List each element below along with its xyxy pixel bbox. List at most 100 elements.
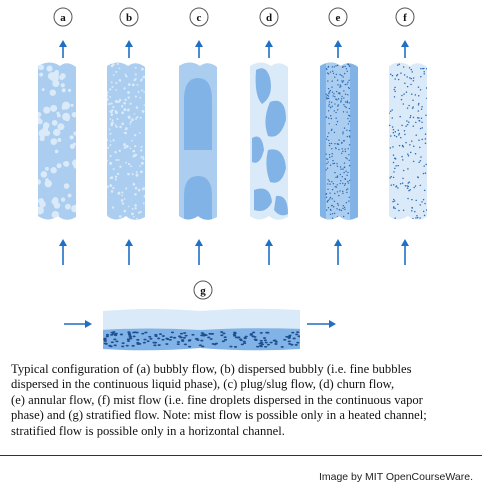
- droplet: [331, 217, 334, 219]
- label-e: e: [328, 7, 348, 27]
- droplet: [341, 141, 343, 144]
- mist-droplet: [400, 98, 403, 101]
- fine-bubble: [130, 165, 133, 168]
- mist-droplet: [394, 207, 396, 210]
- mist-droplet: [407, 197, 409, 200]
- droplet: [335, 73, 338, 76]
- droplet: [336, 165, 339, 168]
- bubble: [51, 119, 58, 126]
- mist-droplet: [418, 119, 420, 122]
- fine-bubble: [131, 83, 135, 87]
- droplet: [325, 96, 328, 98]
- mist-droplet: [406, 76, 408, 78]
- droplet: [335, 90, 338, 93]
- droplet: [334, 143, 336, 145]
- mist-droplet: [416, 216, 419, 219]
- mist-droplet: [413, 186, 415, 189]
- mist-droplet: [392, 183, 395, 186]
- droplet: [326, 200, 329, 202]
- outflow-arrow-3: [265, 40, 273, 58]
- mist-droplet: [402, 169, 405, 172]
- droplet: [343, 90, 345, 92]
- fine-bubble: [115, 125, 118, 128]
- bubble: [44, 179, 53, 188]
- svg-text:g: g: [200, 285, 206, 297]
- mist-droplet: [391, 117, 394, 119]
- layer-bubble: [243, 342, 247, 345]
- droplet: [328, 91, 331, 93]
- layer-bubble: [108, 344, 112, 347]
- mist-droplet: [391, 109, 393, 111]
- layer-bubble: [168, 338, 172, 341]
- mist-droplet: [420, 156, 422, 158]
- fine-bubble: [137, 90, 140, 93]
- bubble: [71, 204, 76, 213]
- layer-bubble: [253, 338, 257, 341]
- droplet: [331, 198, 333, 200]
- fine-bubble: [135, 106, 139, 109]
- mist-droplet: [391, 126, 394, 128]
- droplet: [346, 100, 349, 102]
- mist-droplet: [410, 77, 413, 80]
- mist-droplet: [406, 85, 409, 88]
- layer-bubble: [252, 331, 256, 334]
- mist-droplet: [403, 129, 406, 132]
- divider-line: [0, 455, 482, 456]
- layer-bubble: [259, 331, 263, 334]
- droplet: [338, 92, 341, 94]
- mist-droplet: [393, 206, 395, 208]
- droplet: [327, 188, 329, 191]
- fine-bubble: [115, 82, 118, 85]
- layer-bubble: [146, 340, 150, 343]
- droplet: [339, 173, 341, 176]
- fine-bubble: [136, 84, 139, 86]
- droplet: [332, 70, 334, 72]
- fine-bubble: [116, 62, 119, 66]
- fine-bubble: [132, 155, 134, 158]
- droplet: [327, 183, 329, 185]
- mist-droplet: [398, 63, 400, 66]
- layer-bubble: [110, 341, 114, 344]
- mist-droplet: [407, 185, 410, 188]
- fine-bubble: [112, 139, 115, 142]
- droplet: [336, 64, 339, 67]
- layer-bubble: [103, 337, 107, 340]
- mist-droplet: [394, 167, 396, 170]
- mist-droplet: [424, 133, 427, 135]
- bubble: [52, 130, 58, 135]
- fine-bubble: [110, 102, 113, 105]
- droplet: [327, 199, 330, 202]
- label-f: f: [395, 7, 415, 27]
- fine-bubble: [134, 207, 137, 210]
- layer-bubble: [188, 345, 192, 348]
- mist-droplet: [412, 99, 414, 102]
- mist-droplet: [425, 209, 427, 211]
- mist-droplet: [415, 134, 417, 136]
- droplet: [332, 95, 334, 97]
- bubble: [73, 164, 76, 169]
- layer-bubble: [113, 338, 117, 341]
- droplet: [336, 184, 338, 186]
- droplet: [331, 153, 333, 155]
- droplet: [343, 171, 345, 174]
- droplet: [343, 166, 346, 169]
- mist-droplet: [406, 107, 409, 109]
- fine-bubble: [125, 127, 128, 130]
- layer-bubble: [294, 344, 298, 346]
- fine-bubble: [121, 194, 123, 197]
- droplet: [334, 95, 336, 98]
- droplet: [335, 111, 337, 114]
- droplet: [339, 182, 341, 185]
- droplet: [328, 153, 331, 156]
- mist-droplet: [398, 134, 400, 136]
- droplets-e: [325, 63, 351, 219]
- droplet: [328, 105, 330, 107]
- layer-bubble: [273, 339, 277, 342]
- layer-bubble: [269, 341, 273, 344]
- mist-droplet: [419, 127, 422, 130]
- droplet: [339, 166, 342, 168]
- layer-bubble: [158, 333, 163, 336]
- churn-patch-2: [265, 100, 286, 137]
- droplet: [328, 123, 330, 125]
- fine-bubble: [131, 208, 134, 210]
